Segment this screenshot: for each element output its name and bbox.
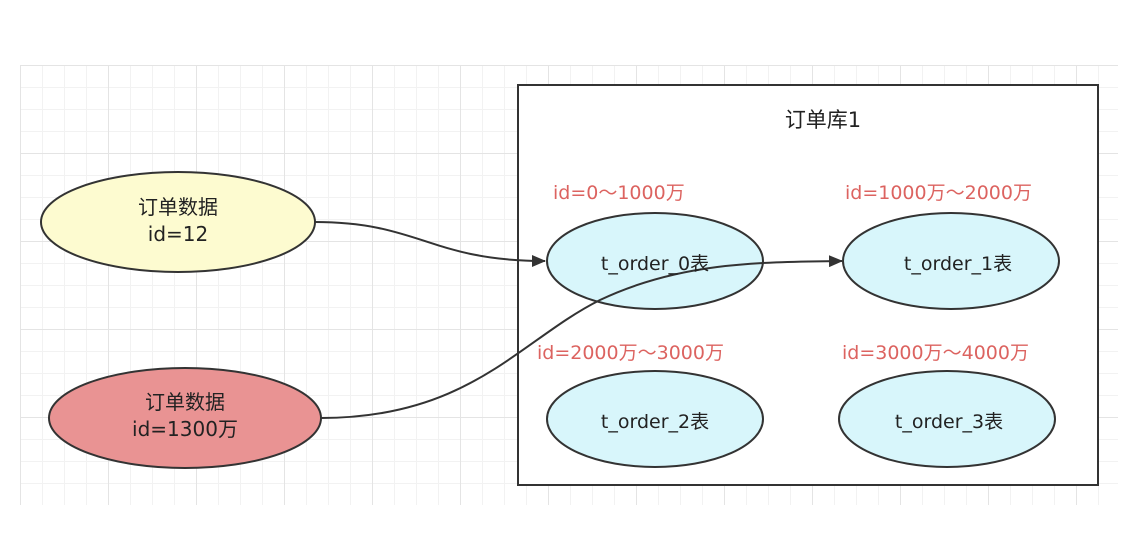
table-node-0[interactable] [546, 212, 764, 310]
table-node-3[interactable] [838, 370, 1056, 468]
range-label-2: id=2000万～3000万 [537, 342, 724, 364]
source-small-label: 订单数据 id=12 [78, 194, 278, 248]
edge-id1300w-to-t-order-1 [320, 255, 843, 419]
table-label-3: t_order_3表 [894, 411, 1004, 433]
table-node-1[interactable] [842, 212, 1060, 310]
range-label-0: id=0～1000万 [553, 182, 685, 204]
source-small-id: id=12 [147, 222, 209, 246]
table-label-1: t_order_1表 [903, 253, 1013, 275]
edge-id12-to-t-order-0 [314, 221, 546, 267]
source-large-id: id=1300万 [132, 417, 238, 441]
source-large-title: 订单数据 [145, 390, 225, 414]
table-label-2: t_order_2表 [600, 411, 710, 433]
source-large-label: 订单数据 id=1300万 [85, 389, 285, 443]
table-label-0: t_order_0表 [600, 253, 710, 275]
range-label-1: id=1000万～2000万 [845, 182, 1032, 204]
database-title: 订单库1 [784, 108, 862, 132]
table-node-2[interactable] [546, 370, 764, 468]
source-small-title: 订单数据 [138, 195, 218, 219]
range-label-3: id=3000万～4000万 [842, 342, 1029, 364]
